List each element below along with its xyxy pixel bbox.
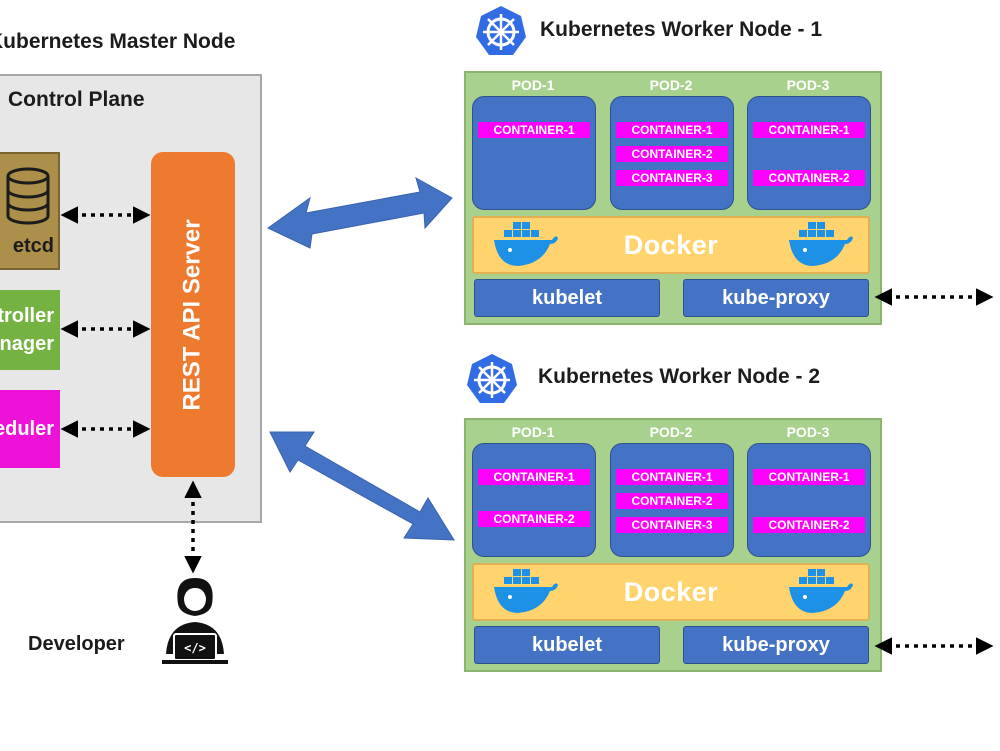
- pod-label: POD-1: [511, 424, 555, 440]
- worker-node-2-title: Kubernetes Worker Node - 2: [538, 365, 821, 388]
- docker-whale-icon: [494, 222, 558, 266]
- pod-label: POD-2: [649, 424, 693, 440]
- kube-proxy: kube-proxy: [683, 279, 869, 317]
- arrow-api-to-worker-2: [269, 431, 455, 541]
- container: CONTAINER-1: [616, 122, 728, 138]
- worker-node-1-title: Kubernetes Worker Node - 1: [540, 18, 823, 41]
- kube-proxy: kube-proxy: [683, 626, 869, 664]
- container: CONTAINER-1: [478, 122, 590, 138]
- master-node-title: Kubernetes Master Node: [0, 30, 236, 53]
- controller-manager-label: Controller Manager: [0, 305, 54, 355]
- scheduler-box: Scheduler: [0, 390, 60, 468]
- pod-3: [747, 443, 871, 557]
- developer-icon: </>: [162, 578, 228, 664]
- kubelet: kubelet: [474, 279, 660, 317]
- pod-label: POD-3: [786, 77, 830, 93]
- scheduler-label: Scheduler: [0, 418, 54, 440]
- pod-1: [472, 443, 596, 557]
- docker-whale-icon: [789, 222, 853, 266]
- pod-3: [747, 96, 871, 210]
- container: CONTAINER-2: [616, 493, 728, 509]
- pod-label: POD-2: [649, 77, 693, 93]
- pod-1: [472, 96, 596, 210]
- svg-text:</>: </>: [184, 641, 206, 655]
- docker-whale-icon: [494, 569, 558, 613]
- container: CONTAINER-2: [616, 146, 728, 162]
- controller-manager-box: Controller Manager: [0, 290, 60, 370]
- container: CONTAINER-1: [616, 469, 728, 485]
- kubernetes-logo-icon: [476, 6, 526, 55]
- container: CONTAINER-2: [478, 511, 590, 527]
- etcd-label: etcd: [12, 235, 54, 257]
- pod-label: POD-3: [786, 424, 830, 440]
- database-icon: [6, 167, 50, 225]
- kubernetes-logo-icon: [467, 354, 517, 403]
- etcd-box: etcd: [0, 152, 60, 270]
- container: CONTAINER-2: [753, 170, 865, 186]
- docker-label: Docker: [623, 576, 719, 607]
- control-plane-label: Control Plane: [8, 88, 145, 111]
- container: CONTAINER-1: [478, 469, 590, 485]
- developer-label: Developer: [28, 633, 125, 655]
- docker-whale-icon: [789, 569, 853, 613]
- container: CONTAINER-1: [753, 469, 865, 485]
- container: CONTAINER-1: [753, 122, 865, 138]
- kubelet: kubelet: [474, 626, 660, 664]
- container: CONTAINER-3: [616, 517, 728, 533]
- container: CONTAINER-2: [753, 517, 865, 533]
- arrow-api-to-worker-1: [267, 176, 453, 249]
- rest-api-server: REST API Server: [151, 152, 235, 477]
- docker-label: Docker: [623, 229, 719, 260]
- container: CONTAINER-3: [616, 170, 728, 186]
- pod-label: POD-1: [511, 77, 555, 93]
